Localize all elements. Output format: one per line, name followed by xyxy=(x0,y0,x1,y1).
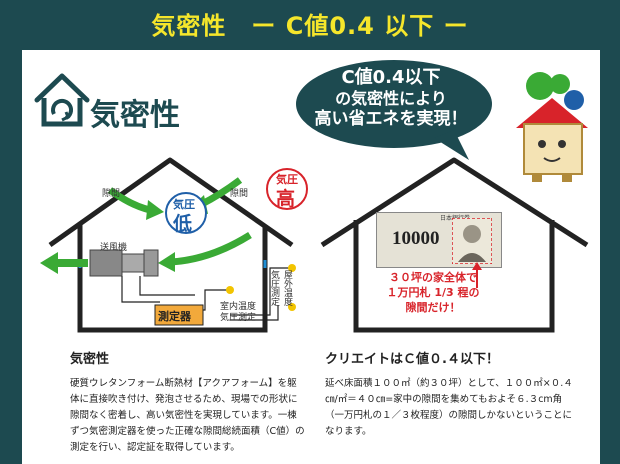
high-pressure-label: 気圧 xyxy=(276,173,298,186)
right-section-title: クリエイトはＣ値０.４以下！ xyxy=(325,352,499,367)
gap-label-left: 隙間 xyxy=(102,189,121,199)
low-pressure-badge xyxy=(165,192,207,234)
speech-bubble xyxy=(296,60,492,160)
high-pressure-value: 高 xyxy=(276,188,296,210)
right-section-body: 延べ床面積１００㎡（約３０坪）として、１００㎡×０.４㎝/㎡＝４０㎝=家中の隙間… xyxy=(325,378,573,437)
outdoor-label: 屋外温度 気圧測定 xyxy=(269,270,292,306)
caption-line-1: ３０坪の家全体で xyxy=(389,271,477,284)
left-section-body: 硬質ウレタンフォーム断熱材【アクアフォーム】を躯体に直接吹き付け、発泡させるため… xyxy=(70,378,305,453)
caption-line-3: 隙間だけ！ xyxy=(405,301,461,314)
house-outline-right xyxy=(320,157,589,333)
gap-label-right: 隙間 xyxy=(230,189,249,199)
low-pressure-label: 気圧 xyxy=(173,198,195,211)
high-pressure-badge xyxy=(266,168,308,210)
meter-label: 測定器 xyxy=(158,310,191,323)
indoor-label: 室内温度 気圧測定 xyxy=(220,302,257,323)
bubble-text: C値0.4以下 の気密性により 高い省エネを実現！ xyxy=(305,67,477,130)
house-logo-icon xyxy=(34,73,90,127)
left-section-title: 気密性 xyxy=(70,352,110,367)
bubble-line-1: C値0.4以下 xyxy=(341,67,441,88)
fan-label: 送風機 xyxy=(100,243,128,253)
bubble-line-3: 高い省エネを実現！ xyxy=(314,109,468,129)
gap-caption: ３０坪の家全体で １万円札 1/3 程の 隙間だけ！ xyxy=(373,270,493,315)
section-heading: 気密性 xyxy=(90,98,180,133)
portrait-icon xyxy=(452,218,492,264)
low-pressure-value: 低 xyxy=(173,213,193,235)
house-mascot-icon xyxy=(516,72,588,182)
caption-line-2: １万円札 1/3 程の xyxy=(386,286,480,299)
banknote-value: 10000 xyxy=(392,228,440,249)
page-title: 気密性 ー C値0.4 以下 ー xyxy=(151,12,469,40)
pointer-arrow xyxy=(472,262,482,288)
bubble-line-2: の気密性により xyxy=(335,89,447,108)
